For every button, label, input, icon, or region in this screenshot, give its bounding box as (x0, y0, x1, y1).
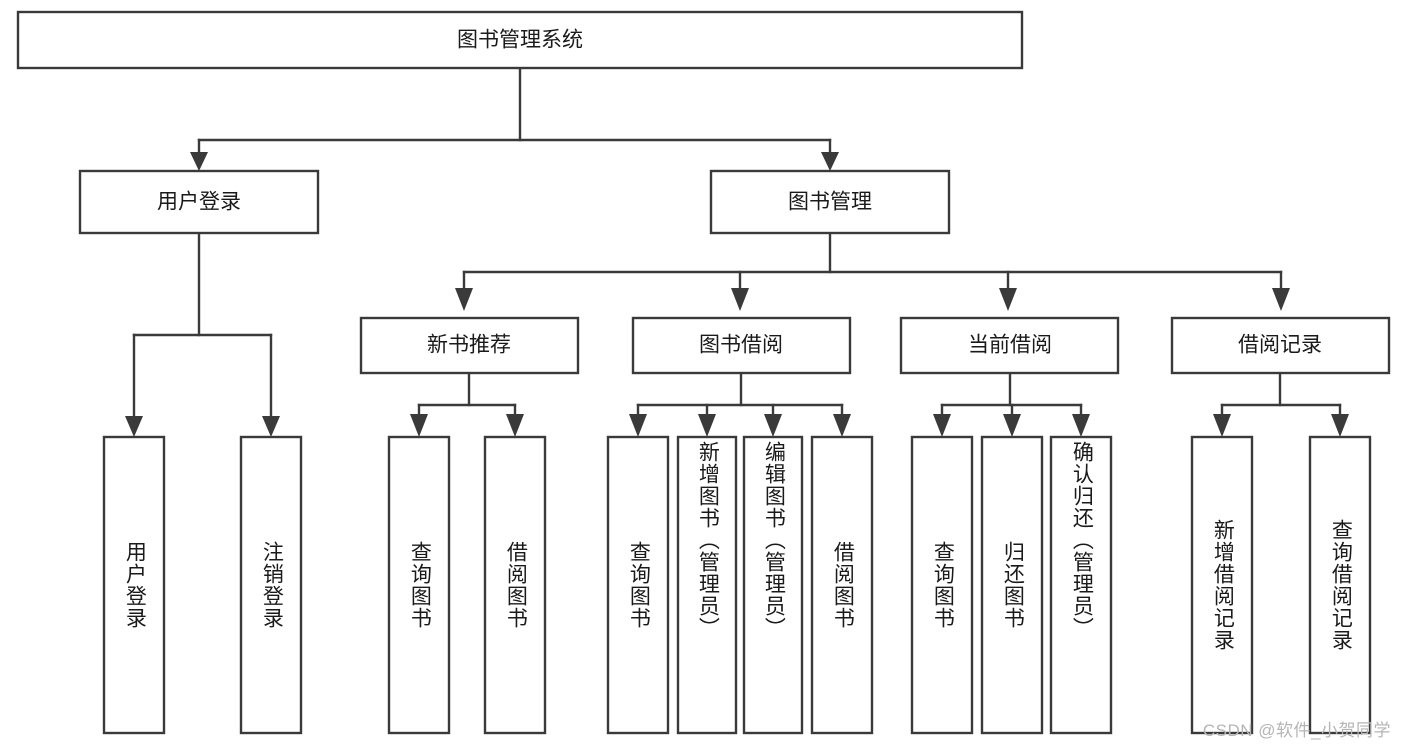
arrow-head-icon (731, 288, 749, 311)
arrow-head-icon (1272, 288, 1290, 311)
arrow-head-icon (1003, 414, 1021, 437)
node-l3-1-label: 图书借阅 (699, 334, 783, 357)
node-leaf-5-box[interactable] (676, 435, 738, 735)
node-l2-1-box[interactable] (709, 169, 951, 235)
node-leaf-2-box[interactable] (387, 435, 451, 735)
node-l3-2-label: 当前借阅 (968, 334, 1052, 357)
arrow-head-icon (410, 414, 428, 437)
arrow-head-icon (999, 288, 1017, 311)
node-l3-0-label: 新书推荐 (427, 334, 511, 357)
node-l3-0-box[interactable] (359, 316, 580, 375)
node-user-login[interactable]: 用户登录 (78, 169, 320, 235)
node-l3-2-box[interactable] (899, 316, 1120, 375)
node-leaf-8-box[interactable] (910, 435, 974, 735)
connector-group-book-management (455, 231, 1290, 311)
node-leaf-12-box[interactable] (1308, 435, 1372, 735)
node-leaf-9-box[interactable] (980, 435, 1044, 735)
arrow-head-icon (629, 414, 647, 437)
node-root-box[interactable] (16, 10, 1024, 70)
arrow-head-icon (1331, 414, 1349, 437)
node-leaf-6-box[interactable] (742, 435, 804, 735)
arrow-head-icon (1072, 414, 1090, 437)
arrow-head-icon (698, 414, 716, 437)
node-l3-1-box[interactable] (631, 316, 852, 375)
arrow-head-icon (190, 152, 208, 171)
arrow-head-icon (764, 414, 782, 437)
arrow-head-icon (833, 414, 851, 437)
node-leaf-4-box[interactable] (606, 435, 670, 735)
node-leaf-7-box[interactable] (810, 435, 874, 735)
node-root[interactable]: 图书管理系统 (16, 10, 1024, 70)
arrow-head-icon (933, 414, 951, 437)
node-leaf-11-box[interactable] (1190, 435, 1254, 735)
connector-group-book-borrow (629, 371, 851, 437)
node-new-book-recommend[interactable]: 新书推荐 (359, 316, 580, 375)
node-leaf-1-box[interactable] (239, 435, 303, 735)
arrow-head-icon (262, 416, 280, 437)
connector-group-root (190, 66, 839, 171)
node-leaf-10-box[interactable] (1049, 435, 1113, 735)
connector-group-current-borrow (933, 371, 1090, 437)
arrow-head-icon (506, 414, 524, 437)
node-l2-1-label: 图书管理 (788, 191, 872, 214)
node-book-borrow[interactable]: 图书借阅 (631, 316, 852, 375)
arrow-head-icon (821, 152, 839, 171)
node-l2-0-label: 用户登录 (157, 191, 241, 214)
node-book-management[interactable]: 图书管理 (709, 169, 951, 235)
connector-group-new-book (410, 371, 524, 437)
arrow-head-icon (125, 416, 143, 437)
node-leaf-3-box[interactable] (483, 435, 547, 735)
connector-group-borrow-record (1213, 371, 1349, 437)
watermark-text: CSDN @软件_小贺同学 (1202, 721, 1391, 740)
node-borrow-record[interactable]: 借阅记录 (1170, 316, 1391, 375)
node-l3-3-box[interactable] (1170, 316, 1391, 375)
connector-group-user-login (125, 231, 280, 437)
node-l3-3-label: 借阅记录 (1238, 334, 1322, 357)
node-leaf-0-box[interactable] (102, 435, 166, 735)
arrow-head-icon (455, 288, 473, 311)
node-root-label: 图书管理系统 (457, 29, 583, 52)
node-current-borrow[interactable]: 当前借阅 (899, 316, 1120, 375)
arrow-head-icon (1213, 414, 1231, 437)
node-l2-0-box[interactable] (78, 169, 320, 235)
